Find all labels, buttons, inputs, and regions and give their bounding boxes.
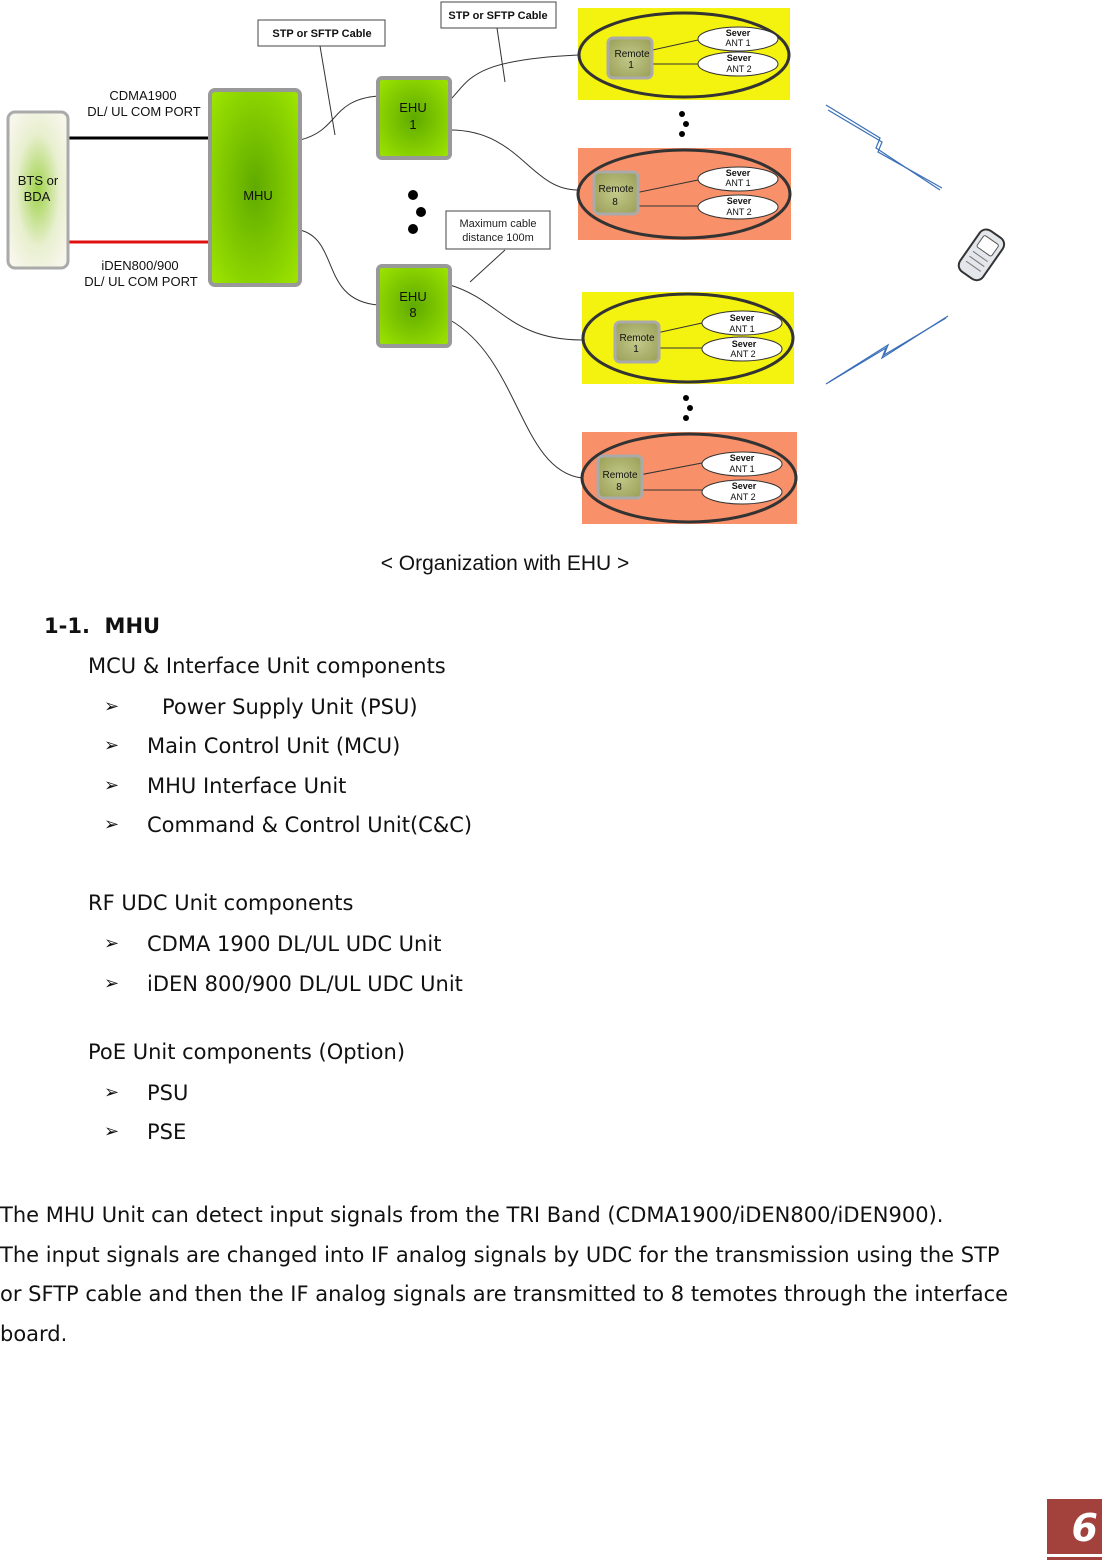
group-title: PoE Unit components (Option) [88,1040,406,1064]
cable-label-right: STP or SFTP Cable [440,1,557,29]
iden-port-label-line1: iDEN800/900 [101,258,178,273]
bts-label-line1: BTS or [18,173,59,188]
bullet-arrow-icon: ➢ [104,775,120,796]
max-cable-line2: distance 100m [462,232,534,244]
mobile-phone-icon [957,228,1006,282]
bullet-arrow-icon: ➢ [104,814,120,835]
section-heading: 1-1. MHU [44,614,160,638]
page-number-underline [1047,1557,1102,1560]
list-item-text: CDMA 1900 DL/UL UDC Unit [147,932,442,956]
ehu-ellipsis-dots [408,190,426,234]
remote-ellipsis-dots-top [679,111,689,137]
antenna-1-line1: Sever [730,453,755,463]
antenna-1-line1: Sever [726,168,751,178]
antenna-2-line2: ANT 2 [726,207,751,217]
max-cable-line1: Maximum cable [459,218,536,230]
bts-label-line2: BDA [24,189,51,204]
cdma-port-label-line2: DL/ UL COM PORT [87,104,200,119]
antenna-1-line2: ANT 1 [729,324,754,334]
antenna-2-line1: Sever [732,339,757,349]
remote-ellipsis-dots-bottom [683,395,693,421]
antenna-2-line1: Sever [732,481,757,491]
section-title: MHU [104,614,161,638]
paragraph-line: or SFTP cable and then the IF analog sig… [0,1282,1009,1306]
antenna-1-line1: Sever [730,313,755,323]
bullet-arrow-icon: ➢ [104,696,120,717]
remote-label-line2: 8 [612,197,618,208]
ehu-organization-diagram: BTS or BDA CDMA1900 DL/ UL COM PORT iDEN… [6,1,1006,524]
bullet-arrow-icon: ➢ [104,1121,120,1142]
remote-label-line1: Remote [614,49,649,60]
remote-label-line2: 1 [628,60,634,71]
ehu-8-label-line1: EHU [399,289,426,304]
antenna-2-line1: Sever [727,196,752,206]
antenna-1-line2: ANT 1 [729,464,754,474]
paragraph-line: The input signals are changed into IF an… [0,1242,1000,1267]
list-item-text: PSU [147,1081,189,1105]
remote-label-line1: Remote [602,470,637,481]
page-number-badge: 6 [1047,1499,1102,1554]
group-title: MCU & Interface Unit components [88,654,446,678]
body-paragraph: The MHU Unit can detect input signals fr… [0,1196,1010,1354]
bullet-arrow-icon: ➢ [104,933,120,954]
connector-lines [299,27,583,479]
iden-port-label-line2: DL/ UL COM PORT [84,274,197,289]
antenna-2-line2: ANT 2 [730,492,755,502]
list-item-text: Command & Control Unit(C&C) [147,813,473,837]
list-item-text: Main Control Unit (MCU) [147,734,401,758]
antenna-1-line2: ANT 1 [725,38,750,48]
cdma-port-label-line1: CDMA1900 [109,88,176,103]
ehu-1-label-line2: 1 [409,117,416,132]
mhu-label: MHU [243,188,273,203]
remote-panel-top-8: Remote 8 Sever ANT 1 Sever ANT 2 [576,148,792,240]
remote-panel-bottom-8: Remote 8 Sever ANT 1 Sever ANT 2 [580,432,798,524]
antenna-1-line2: ANT 1 [725,178,750,188]
bullet-arrow-icon: ➢ [104,973,120,994]
section-number: 1-1. [44,614,90,638]
remote-panel-bottom-1: Remote 1 Sever ANT 1 Sever ANT 2 [581,292,795,384]
bts-bda-box: BTS or BDA [6,110,70,270]
group-title: RF UDC Unit components [88,891,354,915]
max-cable-note: Maximum cable distance 100m [445,210,551,250]
cable-label-right-text: STP or SFTP Cable [448,10,547,22]
figure-caption: < Organization with EHU > [380,552,630,575]
antenna-2-line1: Sever [727,53,752,63]
list-item-text: Power Supply Unit (PSU) [162,695,418,719]
remote-label-line2: 8 [616,482,622,493]
remote-label-line1: Remote [619,333,654,344]
remote-label-line1: Remote [598,184,633,195]
lightning-bolt-icon [825,104,943,191]
bullet-arrow-icon: ➢ [104,735,120,756]
ehu-1-label-line1: EHU [399,100,426,115]
ehu-1-box: EHU 1 [376,76,452,160]
remote-panel-top-1: Remote 1 Sever ANT 1 Sever ANT 2 [577,8,791,100]
antenna-2-line2: ANT 2 [726,64,751,74]
bullet-arrow-icon: ➢ [104,1082,120,1103]
cable-label-left-text: STP or SFTP Cable [272,28,371,40]
ehu-8-label-line2: 8 [409,305,416,320]
paragraph-line: board. [0,1321,68,1346]
cable-label-left: STP or SFTP Cable [257,19,386,47]
remote-label-line2: 1 [633,344,639,355]
paragraph-line: The MHU Unit can detect input signals fr… [0,1203,944,1227]
list-item-text: iDEN 800/900 DL/UL UDC Unit [147,972,463,996]
antenna-1-line1: Sever [726,28,751,38]
list-item-text: MHU Interface Unit [147,774,347,798]
list-item-text: PSE [147,1120,187,1144]
antenna-2-line2: ANT 2 [730,349,755,359]
ehu-8-box: EHU 8 [376,264,452,348]
lightning-bolt-icon [825,315,949,385]
mhu-box: MHU [208,88,302,287]
